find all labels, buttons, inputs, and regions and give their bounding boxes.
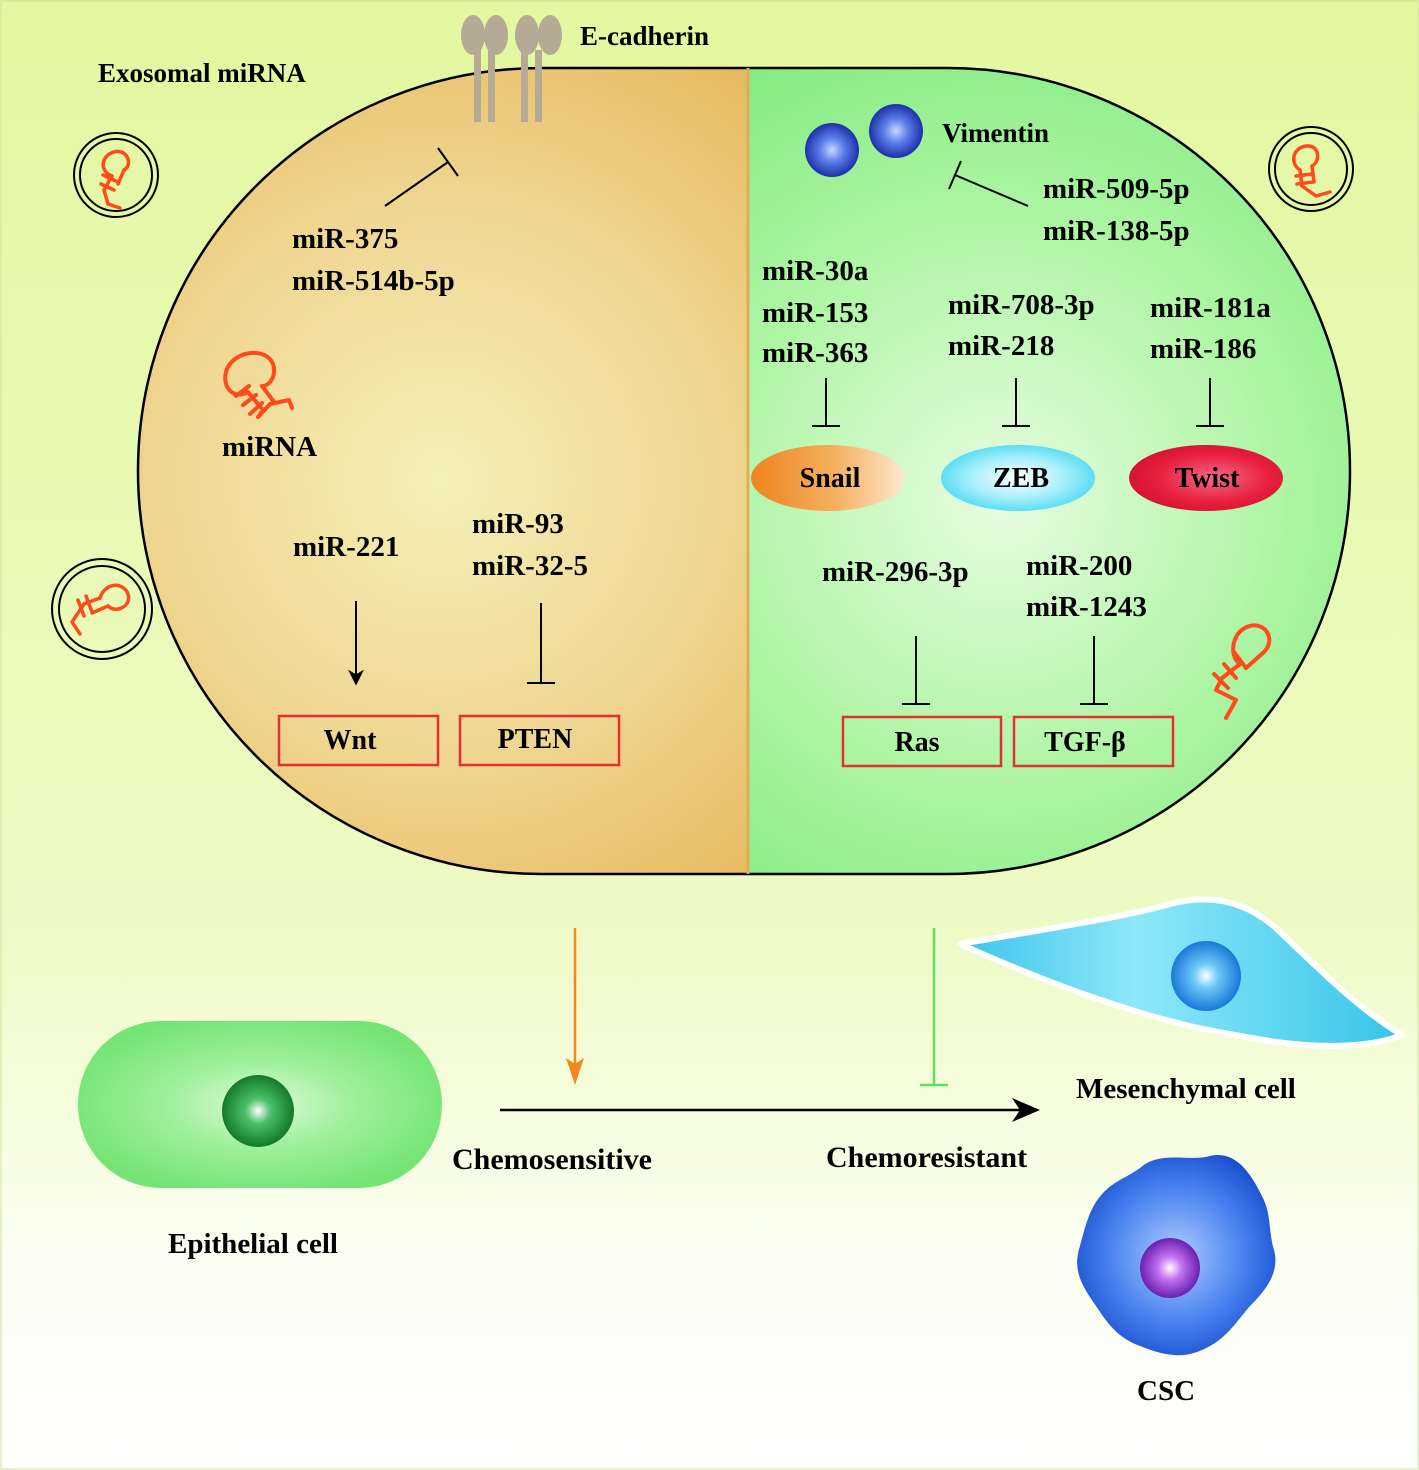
ras-target-box <box>841 715 1003 768</box>
tgfb-label: TGF-β <box>1044 727 1126 758</box>
mirna-363-label: miR-363 <box>762 337 868 369</box>
mirna-514b-label: miR-514b-5p <box>292 265 455 297</box>
twist-label: Twist <box>1175 463 1240 494</box>
mirna-93-label: miR-93 <box>472 508 564 540</box>
epithelial-nucleus-icon <box>222 1075 294 1147</box>
e-cadherin-icon <box>461 15 562 122</box>
ras-inhibition <box>902 636 930 705</box>
chemosensitive-label: Chemosensitive <box>452 1143 652 1176</box>
vimentin-icon <box>805 123 859 177</box>
mirna-375-label: miR-375 <box>292 223 398 255</box>
exosome-icon <box>51 558 153 660</box>
mirna-138-label: miR-138-5p <box>1043 215 1190 247</box>
mirna-32-label: miR-32-5 <box>472 550 588 582</box>
chemoresistant-label: Chemoresistant <box>826 1141 1027 1174</box>
chemosensitive-arrow <box>566 928 584 1085</box>
mirna-200-label: miR-200 <box>1026 550 1132 582</box>
vimentin-inhibition <box>948 160 1029 207</box>
pten-label: PTEN <box>498 724 573 755</box>
zeb-inhibition <box>1002 378 1030 427</box>
mirna-181a-label: miR-181a <box>1150 292 1271 324</box>
mirna-label: miRNA <box>222 431 317 463</box>
mesenchymal-nucleus-icon <box>1171 941 1241 1011</box>
vimentin-label: Vimentin <box>942 118 1049 148</box>
tgfb-inhibition <box>1080 636 1108 705</box>
snail-inhibition <box>812 378 840 427</box>
ecadherin-inhibition <box>384 147 459 207</box>
zeb-label: ZEB <box>993 463 1049 494</box>
snail-node <box>751 445 905 511</box>
pten-inhibition <box>527 603 555 684</box>
wnt-target-box <box>277 714 440 767</box>
exosomal-mirna-label: Exosomal miRNA <box>98 58 306 88</box>
snail-label: Snail <box>800 463 861 494</box>
mirna-30a-label: miR-30a <box>762 255 869 287</box>
mirna-221-label: miR-221 <box>293 531 399 563</box>
mirna-218-label: miR-218 <box>948 330 1054 362</box>
mirna-hairpin-icon <box>1212 623 1272 720</box>
cell-membrane <box>136 66 1352 876</box>
epithelial-cell-label: Epithelial cell <box>168 1228 338 1260</box>
mirna-153-label: miR-153 <box>762 297 868 329</box>
chemoresistant-inhibition <box>920 928 948 1087</box>
ras-label: Ras <box>894 727 939 758</box>
zeb-node <box>941 445 1095 511</box>
mirna-186-label: miR-186 <box>1150 333 1256 365</box>
csc-nucleus-icon <box>1140 1238 1200 1298</box>
exosome-icon <box>1268 126 1354 212</box>
mirna-708-label: miR-708-3p <box>948 289 1095 321</box>
twist-node <box>1129 445 1283 511</box>
mirna-hairpin-icon <box>223 350 294 419</box>
twist-inhibition <box>1196 378 1224 427</box>
mirna-509-label: miR-509-5p <box>1043 173 1190 205</box>
tgfb-target-box <box>1012 715 1175 768</box>
mirna-296-label: miR-296-3p <box>822 556 969 588</box>
pten-target-box <box>458 714 621 767</box>
emt-progression-arrowhead <box>1012 1098 1040 1122</box>
vimentin-icon <box>869 104 923 158</box>
wnt-label: Wnt <box>324 725 378 756</box>
exosome-icon <box>73 132 159 218</box>
mirna-1243-label: miR-1243 <box>1026 591 1147 623</box>
mesenchymal-cell-label: Mesenchymal cell <box>1076 1073 1296 1105</box>
e-cadherin-label: E-cadherin <box>580 21 709 51</box>
csc-label: CSC <box>1137 1375 1195 1407</box>
